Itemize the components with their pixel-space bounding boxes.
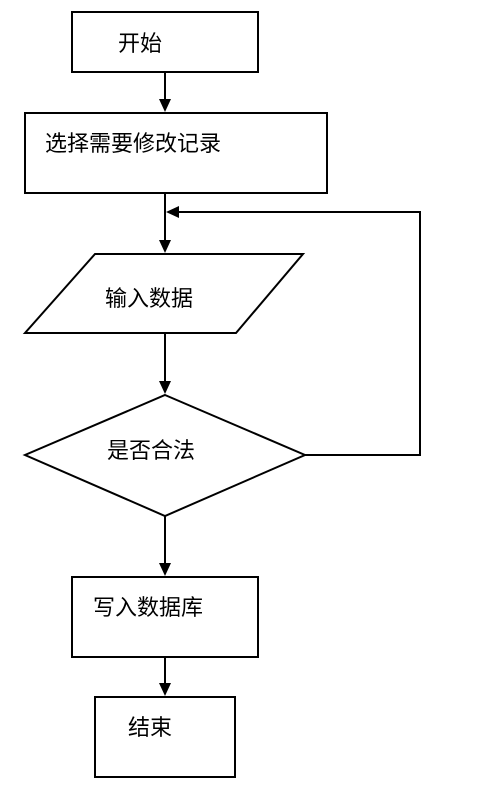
select-record-node: 选择需要修改记录 <box>24 112 328 194</box>
arrow-select-to-input <box>159 193 171 253</box>
arrow-start-to-select <box>159 72 171 112</box>
input-data-label: 输入数据 <box>105 287 193 312</box>
start-label: 开始 <box>118 32 162 57</box>
write-db-node: 写入数据库 <box>71 576 259 658</box>
input-data-node: 输入数据 <box>22 253 306 334</box>
end-node: 结束 <box>94 696 236 778</box>
select-record-label: 选择需要修改记录 <box>45 132 221 157</box>
loop-back-arrow <box>166 206 421 456</box>
arrow-write-to-end <box>159 657 171 696</box>
end-label: 结束 <box>128 716 172 741</box>
arrow-input-to-decision <box>159 333 171 394</box>
write-db-label: 写入数据库 <box>93 596 203 621</box>
arrow-decision-to-write <box>159 516 171 576</box>
start-node: 开始 <box>71 11 259 73</box>
is-valid-decision-node: 是否合法 <box>22 393 308 518</box>
is-valid-label: 是否合法 <box>107 439 195 464</box>
